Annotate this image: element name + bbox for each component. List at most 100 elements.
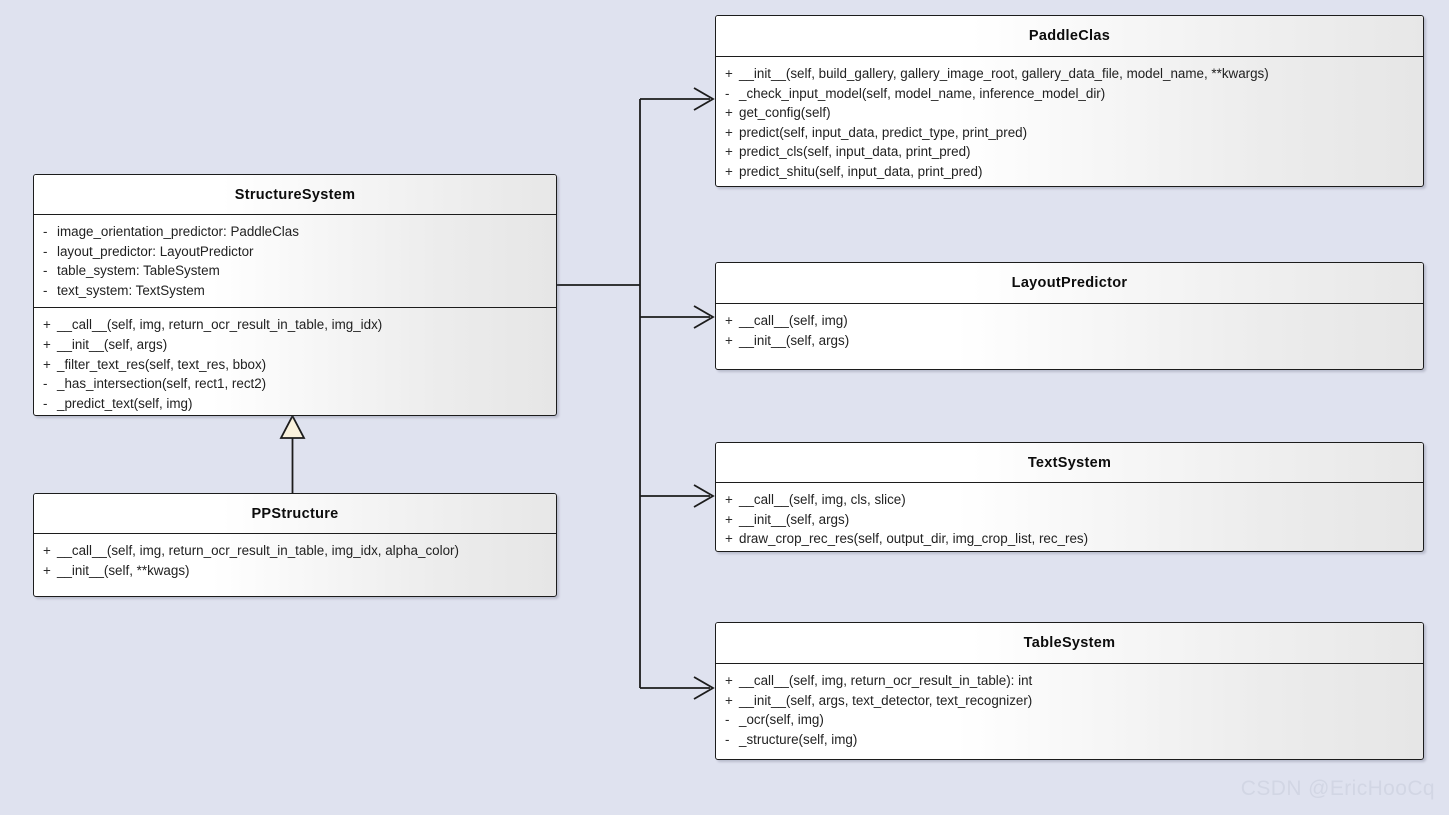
- operation-label: _check_input_model(self, model_name, inf…: [739, 85, 1106, 101]
- visibility-marker: -: [43, 395, 48, 411]
- visibility-marker: +: [725, 105, 733, 121]
- operation-row: + __call__(self, img): [716, 311, 1423, 331]
- attribute-row: - table_system: TableSystem: [34, 261, 556, 281]
- operation-row: - _predict_text(self, img): [34, 394, 556, 414]
- visibility-marker: +: [43, 336, 51, 352]
- class-box-ppstructure[interactable]: PPStructure + __call__(self, img, return…: [33, 493, 557, 597]
- visibility-marker: +: [725, 66, 733, 81]
- operation-row: - _structure(self, img): [716, 730, 1423, 750]
- attribute-row: - layout_predictor: LayoutPredictor: [34, 242, 556, 262]
- watermark: CSDN @EricHooCq: [1240, 777, 1435, 800]
- operation-label: __call__(self, img, return_ocr_result_in…: [57, 317, 383, 333]
- operation-row: + __call__(self, img, return_ocr_result_…: [34, 541, 556, 561]
- class-title-layoutpredictor: LayoutPredictor: [716, 263, 1423, 304]
- visibility-marker: -: [725, 85, 730, 101]
- arrowhead-textsystem: [693, 484, 715, 508]
- operation-row: + _filter_text_res(self, text_res, bbox): [34, 355, 556, 375]
- visibility-marker: +: [725, 692, 733, 708]
- visibility-marker: +: [725, 511, 733, 527]
- visibility-marker: +: [43, 543, 51, 558]
- operation-label: _predict_text(self, img): [57, 395, 193, 411]
- visibility-marker: +: [725, 531, 733, 547]
- operation-label: __init__(self, args): [57, 336, 168, 352]
- operation-label: __call__(self, img): [739, 313, 848, 328]
- operation-row: + __call__(self, img, return_ocr_result_…: [34, 315, 556, 335]
- operation-row: + get_config(self): [716, 103, 1423, 123]
- operation-row: + __init__(self, args): [716, 331, 1423, 351]
- operation-label: __init__(self, args): [739, 511, 850, 527]
- operation-label: _filter_text_res(self, text_res, bbox): [57, 356, 267, 372]
- operation-label: get_config(self): [739, 105, 831, 121]
- class-box-tablesystem[interactable]: TableSystem + __call__(self, img, return…: [715, 622, 1424, 760]
- operation-row: + __init__(self, args): [716, 510, 1423, 530]
- class-title-structuresystem: StructureSystem: [34, 175, 556, 215]
- operation-row: + __call__(self, img, cls, slice): [716, 490, 1423, 510]
- visibility-marker: -: [43, 376, 48, 392]
- class-box-textsystem[interactable]: TextSystem + __call__(self, img, cls, sl…: [715, 442, 1424, 552]
- generalization-triangle: [279, 414, 306, 439]
- visibility-marker: -: [725, 731, 730, 747]
- operation-row: + __init__(self, build_gallery, gallery_…: [716, 64, 1423, 84]
- arrowhead-paddleclas: [693, 87, 715, 111]
- visibility-marker: +: [725, 144, 733, 160]
- operation-label: __init__(self, args): [739, 332, 850, 348]
- operation-label: draw_crop_rec_res(self, output_dir, img_…: [739, 531, 1089, 547]
- visibility-marker: -: [43, 263, 48, 279]
- operation-row: + predict_cls(self, input_data, print_pr…: [716, 142, 1423, 162]
- class-box-structuresystem[interactable]: StructureSystem - image_orientation_pred…: [33, 174, 557, 416]
- operation-row: + predict_shitu(self, input_data, print_…: [716, 162, 1423, 182]
- operation-row: - _check_input_model(self, model_name, i…: [716, 84, 1423, 104]
- operation-label: __call__(self, img, return_ocr_result_in…: [57, 543, 459, 558]
- operation-label: __call__(self, img, cls, slice): [739, 492, 906, 507]
- operation-label: __init__(self, **kwags): [57, 562, 190, 578]
- attribute-label: layout_predictor: LayoutPredictor: [57, 243, 254, 259]
- operations-compartment-tablesystem: + __call__(self, img, return_ocr_result_…: [716, 664, 1423, 756]
- visibility-marker: +: [725, 492, 733, 507]
- operation-row: + predict(self, input_data, predict_type…: [716, 123, 1423, 143]
- class-box-layoutpredictor[interactable]: LayoutPredictor + __call__(self, img) + …: [715, 262, 1424, 370]
- operations-compartment-textsystem: + __call__(self, img, cls, slice) + __in…: [716, 483, 1423, 551]
- visibility-marker: +: [725, 313, 733, 328]
- visibility-marker: -: [43, 243, 48, 259]
- operation-row: + __init__(self, **kwags): [34, 561, 556, 581]
- visibility-marker: -: [725, 712, 730, 728]
- operation-row: + draw_crop_rec_res(self, output_dir, im…: [716, 529, 1423, 549]
- operation-label: _structure(self, img): [739, 731, 858, 747]
- attribute-label: text_system: TextSystem: [57, 282, 205, 298]
- operation-row: + __call__(self, img, return_ocr_result_…: [716, 671, 1423, 691]
- attribute-row: - text_system: TextSystem: [34, 281, 556, 301]
- operation-label: __init__(self, args, text_detector, text…: [739, 692, 1033, 708]
- arrowhead-layoutpredictor: [693, 305, 715, 329]
- visibility-marker: +: [43, 356, 51, 372]
- operations-compartment-paddleclas: + __init__(self, build_gallery, gallery_…: [716, 57, 1423, 186]
- operation-row: + __init__(self, args): [34, 335, 556, 355]
- visibility-marker: +: [725, 673, 733, 688]
- class-title-ppstructure: PPStructure: [34, 494, 556, 534]
- class-title-paddleclas: PaddleClas: [716, 16, 1423, 57]
- visibility-marker: -: [43, 224, 48, 239]
- attribute-label: image_orientation_predictor: PaddleClas: [57, 224, 299, 239]
- operations-compartment-layoutpredictor: + __call__(self, img) + __init__(self, a…: [716, 304, 1423, 357]
- operation-label: _has_intersection(self, rect1, rect2): [57, 376, 267, 392]
- operation-label: predict(self, input_data, predict_type, …: [739, 124, 1028, 140]
- operation-row: + __init__(self, args, text_detector, te…: [716, 691, 1423, 711]
- attributes-compartment-structuresystem: - image_orientation_predictor: PaddleCla…: [34, 215, 556, 307]
- class-title-textsystem: TextSystem: [716, 443, 1423, 483]
- operations-compartment-structuresystem: + __call__(self, img, return_ocr_result_…: [34, 307, 556, 415]
- operation-label: _ocr(self, img): [739, 712, 824, 728]
- visibility-marker: +: [725, 332, 733, 348]
- class-title-tablesystem: TableSystem: [716, 623, 1423, 664]
- attribute-row: - image_orientation_predictor: PaddleCla…: [34, 222, 556, 242]
- attribute-label: table_system: TableSystem: [57, 263, 220, 279]
- class-box-paddleclas[interactable]: PaddleClas + __init__(self, build_galler…: [715, 15, 1424, 187]
- visibility-marker: +: [43, 317, 51, 333]
- visibility-marker: -: [43, 282, 48, 298]
- operations-compartment-ppstructure: + __call__(self, img, return_ocr_result_…: [34, 534, 556, 587]
- visibility-marker: +: [43, 562, 51, 578]
- operation-label: __call__(self, img, return_ocr_result_in…: [739, 673, 1033, 688]
- visibility-marker: +: [725, 163, 733, 179]
- visibility-marker: +: [725, 124, 733, 140]
- operation-row: - _ocr(self, img): [716, 710, 1423, 730]
- arrowhead-tablesystem: [693, 676, 715, 700]
